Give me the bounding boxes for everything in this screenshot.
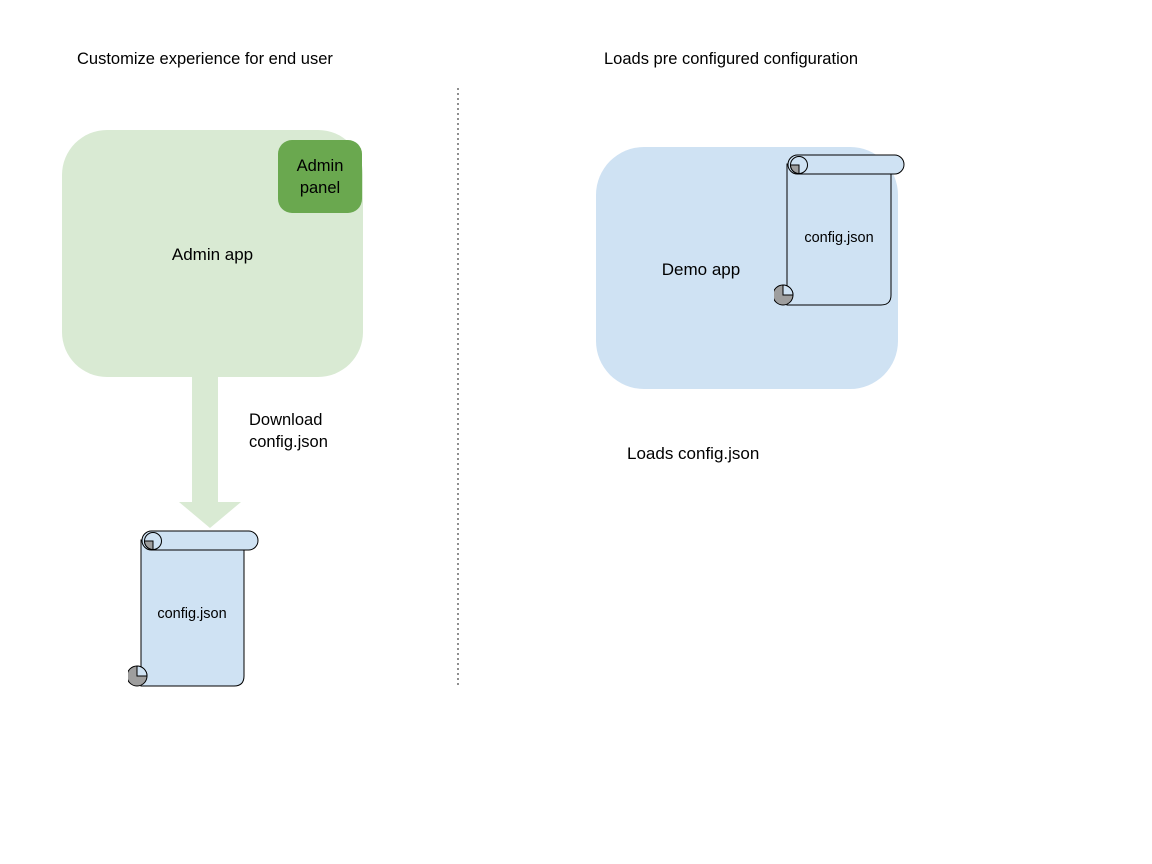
download-arrow-icon xyxy=(179,376,241,528)
scroll-sheet xyxy=(786,163,892,306)
download-arrow-shape xyxy=(179,376,241,528)
download-arrow-label: Download config.json xyxy=(249,411,328,451)
config-json-label-left: config.json xyxy=(157,606,227,622)
scroll-top-roll xyxy=(787,154,905,175)
admin-panel-label: Admin panel xyxy=(296,156,344,197)
demo-app-label: Demo app xyxy=(661,260,741,279)
left-section-title: Customize experience for end user xyxy=(77,50,333,68)
section-divider-line xyxy=(457,88,459,688)
admin-panel-box: Admin panel xyxy=(278,140,362,213)
admin-app-label: Admin app xyxy=(171,245,254,264)
loads-config-caption: Loads config.json xyxy=(627,444,760,463)
config-json-label-right: config.json xyxy=(804,230,874,246)
scroll-top-roll xyxy=(141,530,259,551)
right-section-title: Loads pre configured configuration xyxy=(604,50,859,68)
scroll-bottom-curl-wedge xyxy=(782,284,794,296)
config-json-scroll-icon-left xyxy=(128,530,259,687)
scroll-top-curl-wedge xyxy=(143,540,154,551)
scroll-top-curl-wedge xyxy=(789,164,800,175)
scroll-bottom-curl-wedge xyxy=(136,665,148,677)
config-json-scroll-icon-right xyxy=(774,154,905,306)
scroll-sheet xyxy=(140,539,245,687)
